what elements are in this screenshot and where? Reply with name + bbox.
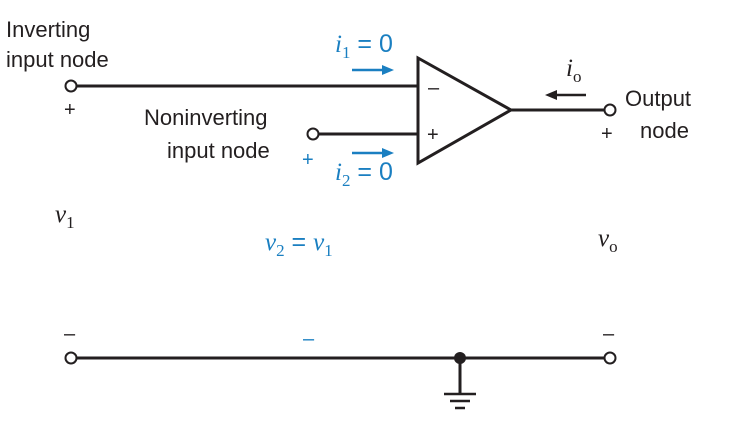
noninverting-label-line1: Noninverting: [144, 105, 268, 130]
vo-label: vo: [598, 225, 618, 256]
noninverting-label-line2: input node: [167, 138, 270, 163]
ground-icon: [444, 392, 476, 410]
inverting-label-line1: Inverting: [6, 17, 90, 42]
vo-minus-sign: –: [603, 323, 615, 345]
v1-plus-sign: +: [64, 99, 76, 121]
v2-equals-v1-label: v2 = v1: [265, 228, 333, 260]
io-label: io: [566, 55, 581, 86]
ground-left-terminal: [64, 351, 78, 365]
v2-plus-sign: +: [302, 149, 314, 171]
inverting-input-terminal: [64, 79, 78, 93]
op-amp-plus-sign: +: [427, 124, 439, 146]
io-arrow-icon: [545, 90, 586, 100]
v1-minus-sign: –: [64, 323, 76, 345]
output-label-line1: Output: [625, 86, 691, 111]
i2-arrow-icon: [352, 148, 394, 158]
op-amp-minus-sign: –: [428, 77, 440, 99]
output-terminal: [603, 103, 617, 117]
ground-right-terminal: [603, 351, 617, 365]
inverting-label-line2: input node: [6, 47, 109, 72]
v2-minus-sign: –: [303, 328, 315, 350]
ground-junction-dot: [454, 352, 466, 364]
op-amp-triangle: [416, 55, 515, 166]
i2-label: i2 = 0: [335, 158, 393, 190]
noninverting-input-terminal: [306, 127, 320, 141]
vo-plus-sign: +: [601, 123, 613, 145]
i1-label: i1 = 0: [335, 30, 393, 62]
i1-arrow-icon: [352, 65, 394, 75]
output-label-line2: node: [640, 118, 689, 143]
v1-label: v1: [55, 201, 75, 232]
